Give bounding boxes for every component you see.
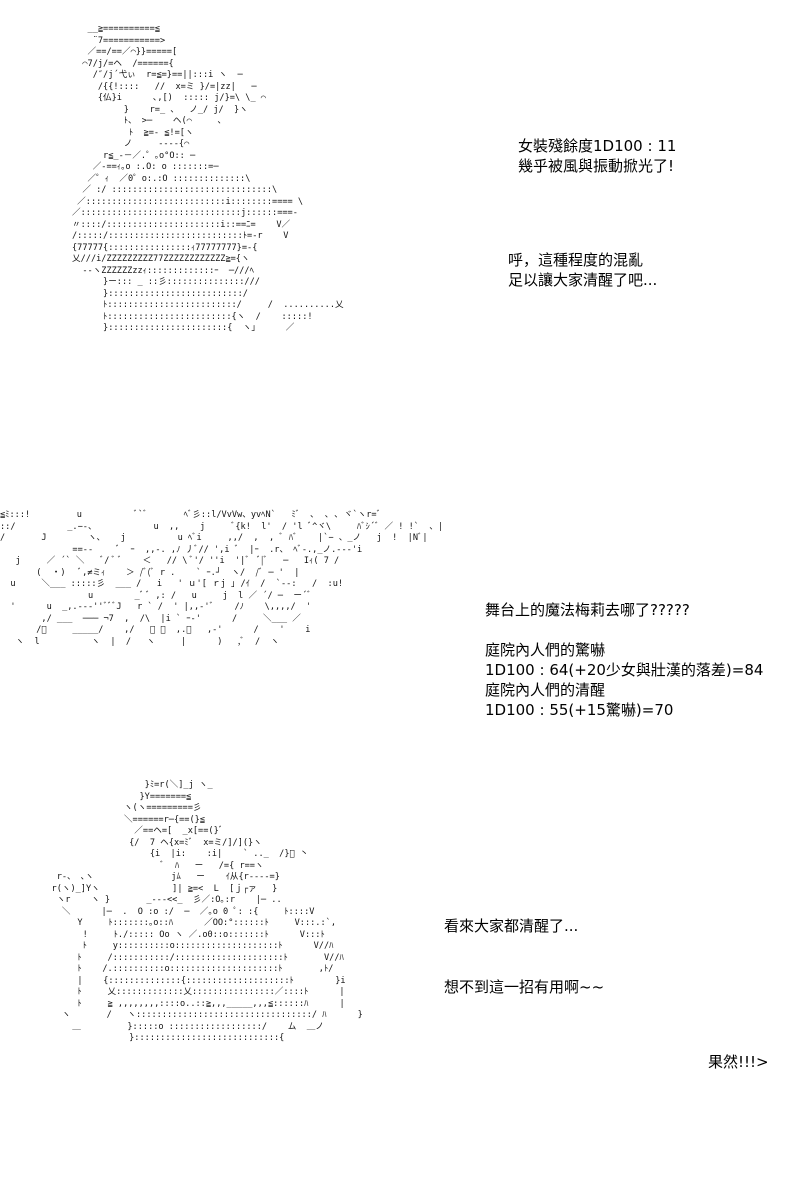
caption-line: 1D100 : 64(+20少女與壯漢的落差)=84	[485, 661, 764, 679]
ascii-art-character-1: __≧==========≦ ¨7===========> ／==/==／⌒}}…	[72, 24, 344, 333]
ascii-art-character-2: }ﾐ=r(＼]_j ヽ_ }Y=======≦ ヽ(ヽ=========彡 ＼=…	[51, 780, 363, 1043]
caption-line: 看來大家都清醒了...	[444, 917, 579, 935]
panel-3: }ﾐ=r(＼]_j ヽ_ }Y=======≦ ヽ(ヽ=========彡 ＼=…	[0, 770, 800, 1200]
caption-line: 足以讓大家清醒了吧...	[508, 271, 658, 289]
caption-line: 幾乎被風與振動掀光了!	[518, 157, 675, 175]
caption-line: 呼，這種程度的混亂	[508, 251, 644, 269]
caption-3c: 果然!!!>	[708, 1052, 769, 1072]
ascii-art-crowd: ≦ﾐ:::! u ﾞ`ﾞ ﾍﾞ彡::l/VvVw、yvﾍN` ﾐﾞ ､ ､ ､ …	[0, 510, 444, 647]
caption-line: 庭院內人們的清醒	[485, 681, 606, 699]
caption-line: 庭院內人們的驚嚇	[485, 641, 606, 659]
caption-1a: 女裝殘餘度1D100 : 11 幾乎被風與振動掀光了!	[518, 136, 676, 176]
caption-line: 1D100 : 55(+15驚嚇)=70	[485, 701, 674, 719]
panel-2: ≦ﾐ:::! u ﾞ`ﾞ ﾍﾞ彡::l/VvVw、yvﾍN` ﾐﾞ ､ ､ ､ …	[0, 500, 800, 750]
caption-line: 果然!!!>	[708, 1053, 769, 1071]
caption-1b: 呼，這種程度的混亂 足以讓大家清醒了吧...	[508, 250, 657, 290]
panel-1: __≧==========≦ ¨7===========> ／==/==／⌒}}…	[0, 0, 800, 470]
caption-3b: 想不到這一招有用啊~~	[444, 977, 604, 997]
caption-2b: 庭院內人們的驚嚇 1D100 : 64(+20少女與壯漢的落差)=84 庭院內人…	[485, 640, 763, 720]
caption-line: 女裝殘餘度1D100 : 11	[518, 137, 677, 155]
caption-line: 想不到這一招有用啊~~	[444, 978, 605, 996]
caption-line: 舞台上的魔法梅莉去哪了?????	[485, 601, 690, 619]
caption-3a: 看來大家都清醒了...	[444, 916, 578, 936]
caption-2a: 舞台上的魔法梅莉去哪了?????	[485, 600, 690, 620]
